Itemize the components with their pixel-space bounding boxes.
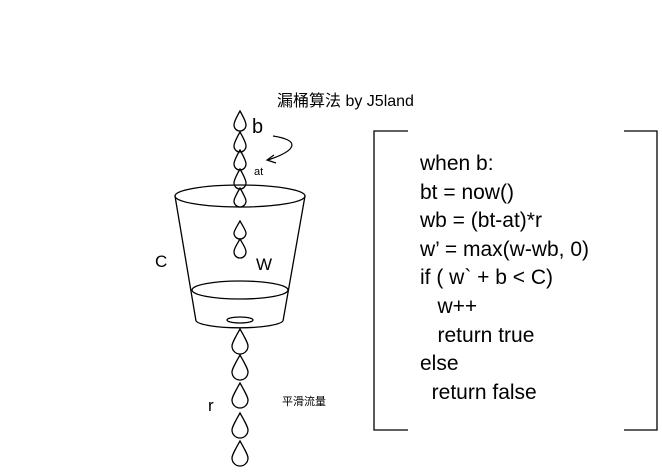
drop-icon: [233, 167, 247, 190]
label-water: W: [256, 255, 273, 274]
bucket-bottom: [195, 320, 284, 329]
right-bracket: [624, 130, 658, 431]
code-line: if ( w` + b < C): [420, 266, 554, 290]
outgoing-drops: [231, 327, 249, 467]
drop-icon: [231, 439, 249, 467]
water-surface: [191, 280, 289, 300]
drop-icon: [233, 219, 247, 240]
incoming-drops: [233, 109, 247, 208]
bucket-hole: [226, 316, 254, 324]
drop-icon: [231, 411, 249, 439]
code-brackets: [373, 130, 658, 431]
code-line: bt = now(): [420, 180, 514, 204]
pseudocode-block: when b: bt = now() wb = (bt-at)*r w’ = m…: [420, 150, 589, 407]
drop-icon: [233, 237, 247, 259]
label-b: b: [252, 116, 264, 138]
drop-icon: [231, 353, 249, 381]
arrow-icon: [265, 135, 293, 164]
bucket: [174, 184, 306, 329]
code-line: w’ = max(w-wb, 0): [420, 237, 589, 261]
code-line: else: [420, 352, 459, 376]
diagram-title: 漏桶算法 by J5land: [277, 93, 414, 110]
drop-icon: [233, 109, 247, 132]
label-smooth-flow: 平滑流量: [282, 396, 326, 408]
drop-icon: [231, 381, 249, 409]
code-line: w++: [420, 294, 478, 318]
code-line: return false: [420, 380, 537, 404]
drop-icon: [233, 148, 247, 171]
code-line: return true: [420, 323, 535, 347]
label-at: at: [254, 166, 264, 178]
drop-icon: [233, 130, 247, 153]
code-line: when b:: [420, 152, 494, 175]
code-line: wb = (bt-at)*r: [420, 209, 542, 233]
left-bracket: [373, 130, 408, 431]
drop-icon: [233, 186, 247, 208]
bucket-drops: [233, 219, 247, 259]
drop-icon: [231, 327, 249, 355]
label-capacity: C: [155, 252, 168, 271]
label-rate: r: [208, 396, 214, 415]
